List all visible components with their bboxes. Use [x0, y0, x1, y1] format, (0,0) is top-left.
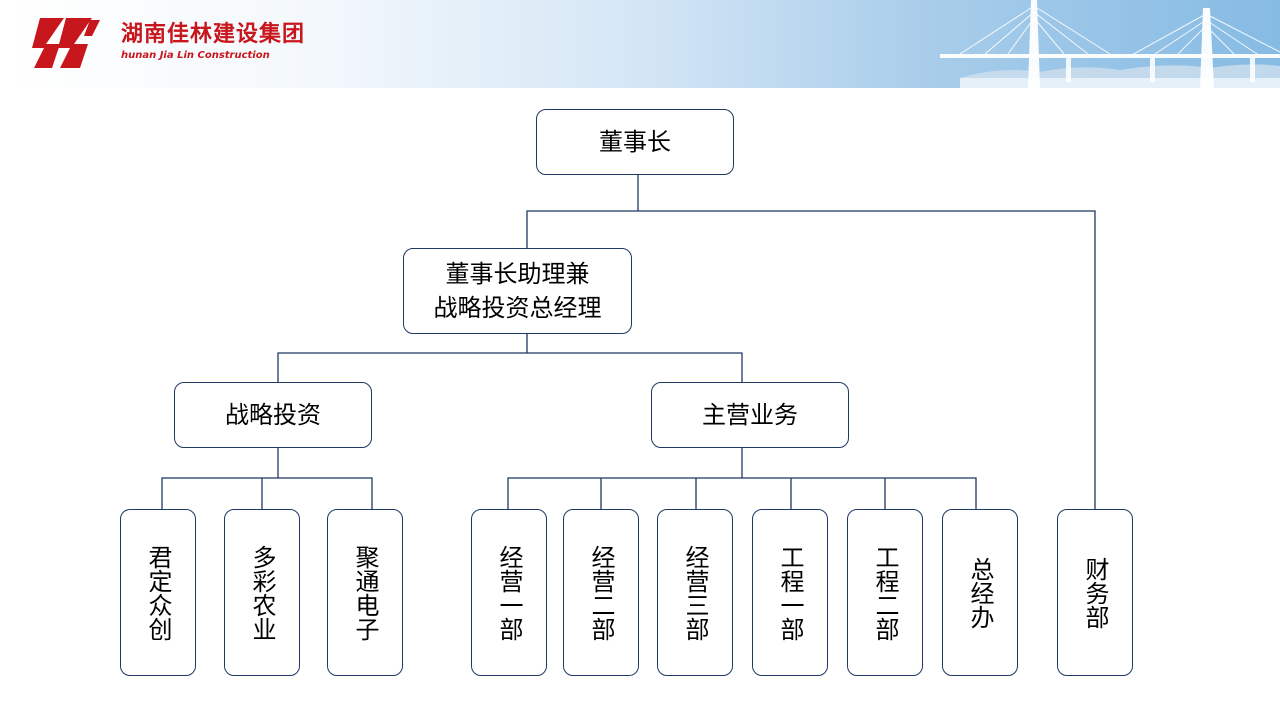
- operation-dept-1-node: 经营一部: [471, 509, 547, 676]
- chairman-node: 董事长: [536, 109, 734, 175]
- jutong-label: 聚通电子: [351, 544, 379, 641]
- assistant-gm-label-line1: 董事长助理兼: [445, 260, 590, 288]
- finance-dept-node: 财务部: [1057, 509, 1133, 676]
- main-business-node: 主营业务: [651, 382, 849, 448]
- main-business-label: 主营业务: [702, 401, 798, 429]
- duocai-label: 多彩农业: [248, 544, 276, 641]
- junding-node: 君定众创: [120, 509, 196, 676]
- chairman-label: 董事长: [599, 128, 671, 156]
- operation-dept-1-label: 经营一部: [495, 544, 523, 641]
- operation-dept-3-node: 经营三部: [657, 509, 733, 676]
- operation-dept-3-label: 经营三部: [681, 544, 709, 641]
- finance-dept-label: 财务部: [1081, 556, 1109, 629]
- assistant-gm-node: 董事长助理兼 战略投资总经理: [403, 248, 632, 334]
- company-name-cn: 湖南佳林建设集团: [121, 22, 306, 47]
- general-office-node: 总经办: [942, 509, 1018, 676]
- jutong-node: 聚通电子: [327, 509, 403, 676]
- company-name-en: hunan Jia Lin Construction: [121, 50, 270, 61]
- general-office-label: 总经办: [966, 556, 994, 629]
- strategic-investment-node: 战略投资: [174, 382, 372, 448]
- engineering-dept-2-node: 工程二部: [847, 509, 923, 676]
- duocai-node: 多彩农业: [224, 509, 300, 676]
- engineering-dept-1-label: 工程一部: [776, 544, 804, 641]
- operation-dept-2-node: 经营二部: [563, 509, 639, 676]
- engineering-dept-2-label: 工程二部: [871, 544, 899, 641]
- junding-label: 君定众创: [144, 544, 172, 641]
- strategic-investment-label: 战略投资: [225, 401, 321, 429]
- assistant-gm-label-line2: 战略投资总经理: [433, 294, 602, 322]
- bridge-scenery-image: [940, 0, 1280, 88]
- operation-dept-2-label: 经营二部: [587, 544, 615, 641]
- company-logo-icon: [32, 18, 100, 68]
- header-banner: 湖南佳林建设集团 hunan Jia Lin Construction: [0, 0, 1280, 88]
- engineering-dept-1-node: 工程一部: [752, 509, 828, 676]
